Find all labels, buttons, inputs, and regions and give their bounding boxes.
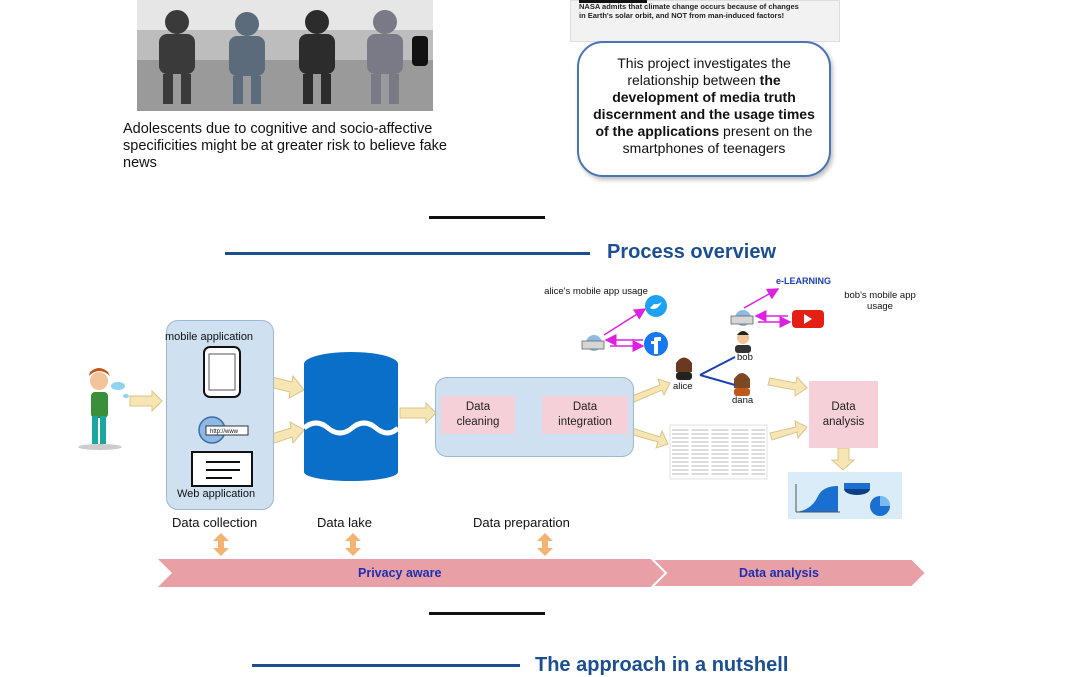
data-integration-box: Data integration — [542, 396, 628, 434]
collection-icons: http://www — [191, 346, 253, 487]
banner-privacy-aware: Privacy aware — [358, 566, 442, 580]
separator-2 — [429, 612, 545, 615]
data-integration-label: Data integration — [558, 401, 612, 428]
web-application-label: Web application — [177, 488, 256, 500]
stage-data-preparation: Data preparation — [473, 515, 570, 530]
user-dana: dana — [732, 395, 754, 406]
stage-data-lake: Data lake — [317, 515, 372, 530]
bob-usage-label: bob's mobile app usage — [844, 290, 916, 312]
bubble-text-bold: the development of media truth discernme… — [593, 72, 815, 139]
data-analysis-label: Data analysis — [822, 400, 865, 428]
user-bob: bob — [737, 352, 753, 363]
title-rule-process — [225, 252, 590, 255]
data-cleaning-label: Data cleaning — [456, 401, 500, 428]
news-line-1: NASA admits that climate change occurs b… — [579, 2, 799, 11]
approach-title: The approach in a nutshell — [535, 654, 789, 676]
banner-data-analysis: Data analysis — [739, 566, 819, 580]
elearning-logo: e-LEARNING — [776, 276, 832, 286]
svg-text:http://www: http://www — [210, 429, 239, 435]
alice-usage-label: alice's mobile app usage — [544, 286, 648, 297]
news-header-bar — [579, 0, 647, 3]
bubble-text-1: This project investigates the relationsh… — [617, 55, 791, 88]
user-alice: alice — [673, 381, 693, 392]
data-cleaning-box: Data cleaning — [441, 396, 515, 434]
news-line-2: in Earth's solar orbit, and NOT from man… — [579, 11, 785, 20]
photo-caption: Adolescents due to cognitive and socio-a… — [123, 121, 447, 171]
teenagers-photo — [137, 0, 433, 111]
process-title: Process overview — [607, 241, 776, 263]
title-rule-approach — [252, 664, 520, 667]
bubble-text-2: present on the smartphones of teenagers — [622, 123, 813, 156]
fake-news-headline: NASA admits that climate change occurs b… — [579, 2, 829, 20]
stage-data-collection: Data collection — [172, 515, 258, 530]
data-analysis-box: Data analysis — [809, 381, 878, 448]
mobile-application-label: mobile application — [165, 331, 254, 343]
project-description-bubble: This project investigates the relationsh… — [577, 41, 831, 177]
separator-1 — [429, 216, 545, 219]
